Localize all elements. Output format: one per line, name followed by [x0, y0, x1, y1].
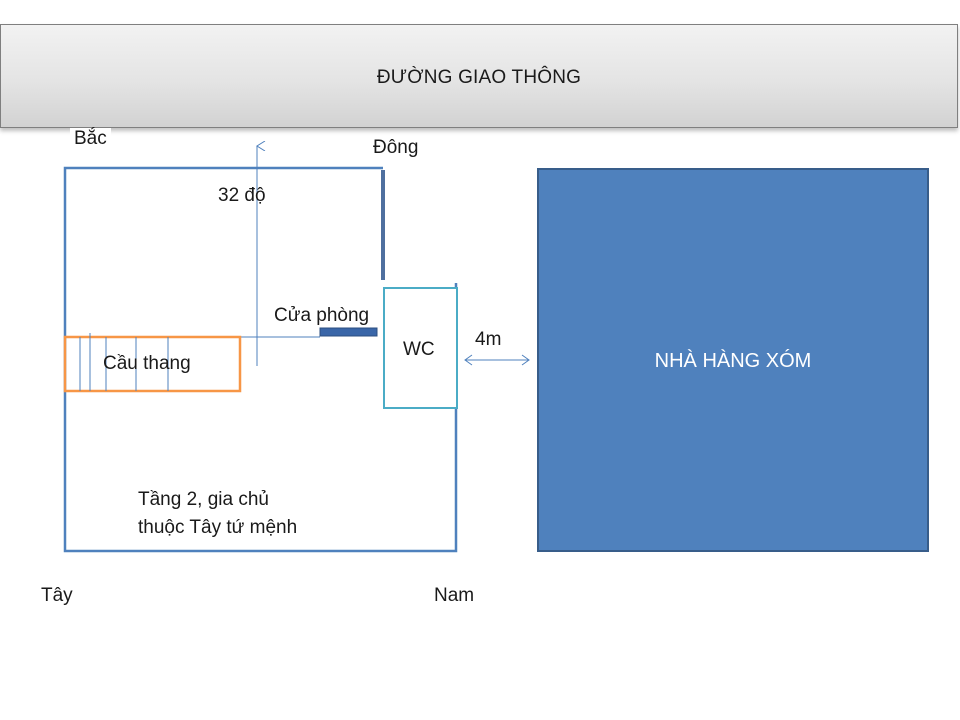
floor-note-line1: Tầng 2, gia chủ — [138, 489, 269, 510]
road-banner: ĐƯỜNG GIAO THÔNG — [0, 24, 958, 128]
wc-room — [383, 287, 458, 409]
door — [319, 327, 378, 337]
east-label: Đông — [373, 137, 419, 158]
door-label: Cửa phòng — [274, 305, 370, 326]
south-label: Nam — [434, 585, 475, 606]
distance-arrow-head-right — [521, 354, 530, 366]
north-label: Bắc — [70, 128, 111, 150]
neighbor-label: NHÀ HÀNG XÓM — [654, 350, 812, 372]
distance-label: 4m — [475, 329, 502, 350]
stairs — [63, 335, 242, 393]
house-outline — [63, 166, 458, 553]
road-label: ĐƯỜNG GIAO THÔNG — [376, 67, 582, 88]
neighbor-house: NHÀ HÀNG XÓM — [537, 168, 929, 552]
distance-arrow-head-left — [464, 354, 473, 366]
angle-label: 32 độ — [218, 185, 266, 206]
wc-label: WC — [403, 339, 435, 360]
stairs-label: Cầu thang — [103, 353, 191, 374]
west-label: Tây — [41, 585, 73, 606]
floor-note-line2: thuộc Tây tứ mệnh — [138, 517, 298, 538]
